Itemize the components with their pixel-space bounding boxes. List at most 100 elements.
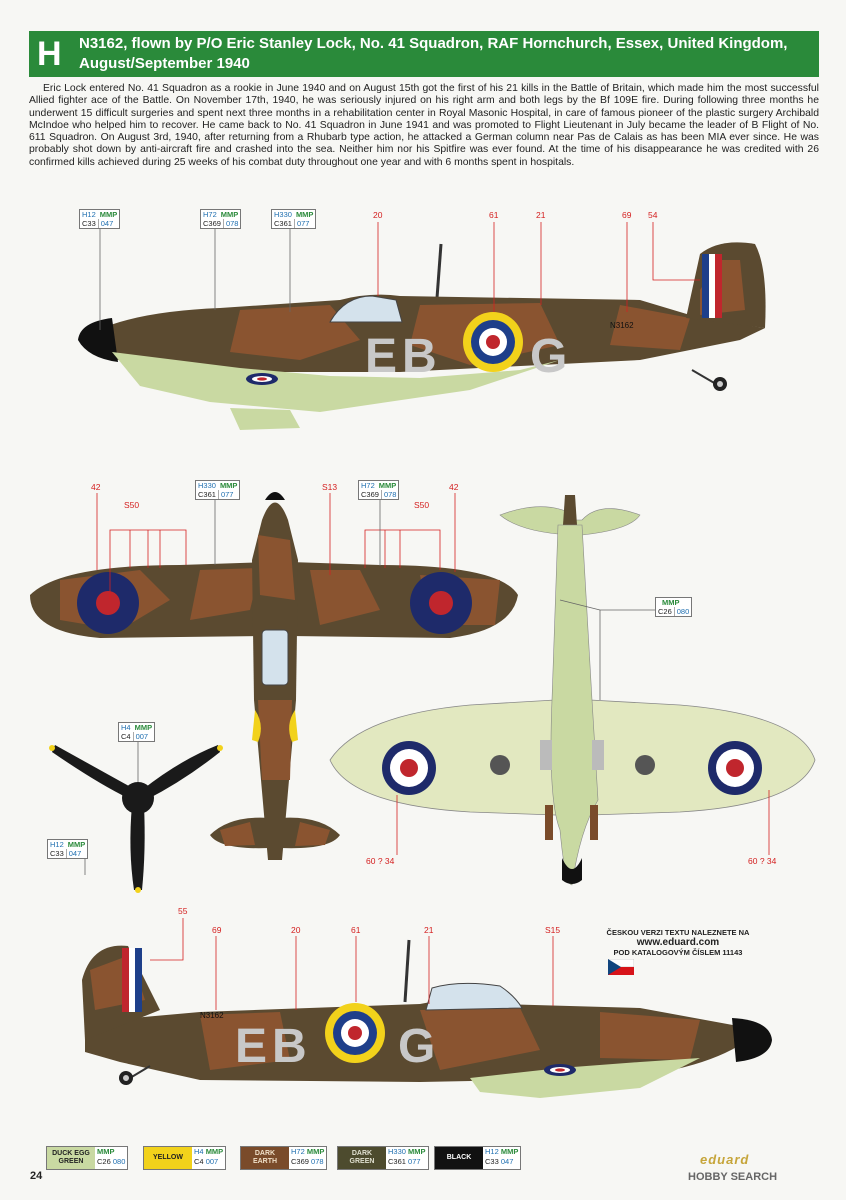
czech-line-3: POD KATALOGOVÝM ČÍSLEM 11143 — [613, 948, 743, 957]
callout-20: 20 — [373, 210, 383, 220]
legend-mmp: MMP — [408, 1147, 426, 1156]
tag-code: H4 — [121, 723, 131, 732]
tag-lines-top — [99, 228, 291, 330]
propeller — [49, 745, 223, 893]
legend-swatch: DARK EARTH — [241, 1147, 289, 1169]
legend-codes: H72 MMP C369 078 — [289, 1147, 326, 1169]
legend-codes: H12 MMP C33 047 — [483, 1147, 520, 1169]
legend-codes: H330 MMP C361 077 — [386, 1147, 428, 1169]
callout-42-right: 42 — [449, 482, 459, 492]
legend-codes: H4 MMP C4 007 — [192, 1147, 225, 1169]
tag-code: C369 — [203, 219, 221, 228]
leader-lines-underside — [396, 790, 770, 855]
tag-code: C361 — [274, 219, 292, 228]
code-letter-mid-2: B — [272, 1020, 307, 1073]
legend-swatch: DARK GREEN — [338, 1147, 386, 1169]
legend-c-code: C26 — [97, 1157, 111, 1166]
legend-duck-egg-green: DUCK EGG GREEN MMP C26 080 — [46, 1146, 129, 1170]
callout-60-right: 60 ? 34 — [748, 856, 777, 866]
tag-code: C26 — [658, 607, 672, 616]
brand-logo: eduard — [700, 1152, 750, 1167]
legend-number: 077 — [408, 1157, 421, 1166]
callout-s15: S15 — [545, 925, 561, 935]
page-number: 24 — [30, 1170, 43, 1182]
tag-number: 077 — [293, 219, 312, 228]
tag-number: 007 — [132, 732, 151, 741]
tag-brand: MMP — [378, 481, 397, 490]
legend-yellow: YELLOW H4 MMP C4 007 — [143, 1146, 227, 1170]
legend-h-code: H4 — [194, 1147, 204, 1156]
callout-69-bottom: 69 — [212, 925, 222, 935]
tag-code: C361 — [198, 490, 216, 499]
profile-header: H N3162, flown by P/O Eric Stanley Lock,… — [29, 31, 819, 77]
tag-brand: MMP — [219, 481, 238, 490]
tag-lines-underside — [559, 599, 655, 700]
tag-code: H12 — [50, 840, 64, 849]
tag-number: 047 — [65, 849, 84, 858]
legend-codes: MMP C26 080 — [95, 1147, 127, 1169]
tag-number: 047 — [97, 219, 116, 228]
tag-code: H72 — [361, 481, 375, 490]
callout-21: 21 — [536, 210, 546, 220]
profile-description: Eric Lock entered No. 41 Squadron as a r… — [29, 83, 819, 168]
legend-dark-green: DARK GREEN H330 MMP C361 077 — [337, 1146, 429, 1170]
tag-code: H72 — [203, 210, 217, 219]
code-letter-left: E — [365, 330, 397, 383]
tag-number: 078 — [222, 219, 241, 228]
legend-c-code: C4 — [194, 1157, 204, 1166]
tag-code: H12 — [82, 210, 96, 219]
tag-brand: MMP — [662, 598, 680, 607]
leader-lines-bottom — [150, 918, 554, 1010]
leader-lines-top — [377, 222, 700, 312]
leader-lines-plan — [96, 493, 456, 600]
legend-c-code: C33 — [485, 1157, 499, 1166]
legend-h-code: H72 — [291, 1147, 305, 1156]
tag-number: 078 — [380, 490, 399, 499]
tag-code: C4 — [121, 732, 131, 741]
tag-code: C369 — [361, 490, 379, 499]
legend-h-code: H12 — [485, 1147, 499, 1156]
legend-c-code: C369 — [291, 1157, 309, 1166]
czech-version-note: ČESKOU VERZI TEXTU NALEZNETE NA www.edua… — [593, 928, 763, 958]
tag-code: C33 — [50, 849, 64, 858]
legend-swatch: YELLOW — [144, 1147, 192, 1169]
callout-61-bottom: 61 — [351, 925, 361, 935]
serial-number-2: N3162 — [200, 1011, 224, 1020]
side-profile-right — [82, 939, 772, 1098]
tag-brand: MMP — [295, 210, 314, 219]
legend-mmp: MMP — [306, 1147, 325, 1156]
callout-69: 69 — [622, 210, 632, 220]
legend-number: 047 — [500, 1157, 514, 1166]
tag-code: C33 — [82, 219, 96, 228]
callout-s13: S13 — [322, 482, 338, 492]
legend-black: BLACK H12 MMP C33 047 — [434, 1146, 522, 1170]
tag-brand: MMP — [67, 840, 86, 849]
callout-54: 54 — [648, 210, 658, 220]
legend-dark-earth: DARK EARTH H72 MMP C369 078 — [240, 1146, 328, 1170]
tag-lines-plan — [214, 498, 381, 566]
legend-mmp: MMP — [205, 1147, 224, 1156]
tag-number: 077 — [217, 490, 236, 499]
callout-60-left: 60 ? 34 — [366, 856, 395, 866]
tag-lines-prop — [84, 742, 139, 875]
callout-55: 55 — [178, 906, 188, 916]
code-letter-right-2: G — [398, 1020, 435, 1073]
tag-code: H330 — [198, 481, 216, 490]
legend-swatch: BLACK — [435, 1147, 483, 1169]
legend-swatch: DUCK EGG GREEN — [47, 1147, 95, 1169]
czech-url[interactable]: www.eduard.com — [636, 937, 720, 948]
profile-letter: H — [37, 35, 62, 73]
tag-brand: MMP — [99, 210, 118, 219]
side-profile-left — [78, 242, 766, 430]
legend-mmp: MMP — [500, 1147, 519, 1156]
underside-view — [329, 495, 816, 886]
code-letter-right: G — [530, 330, 567, 383]
